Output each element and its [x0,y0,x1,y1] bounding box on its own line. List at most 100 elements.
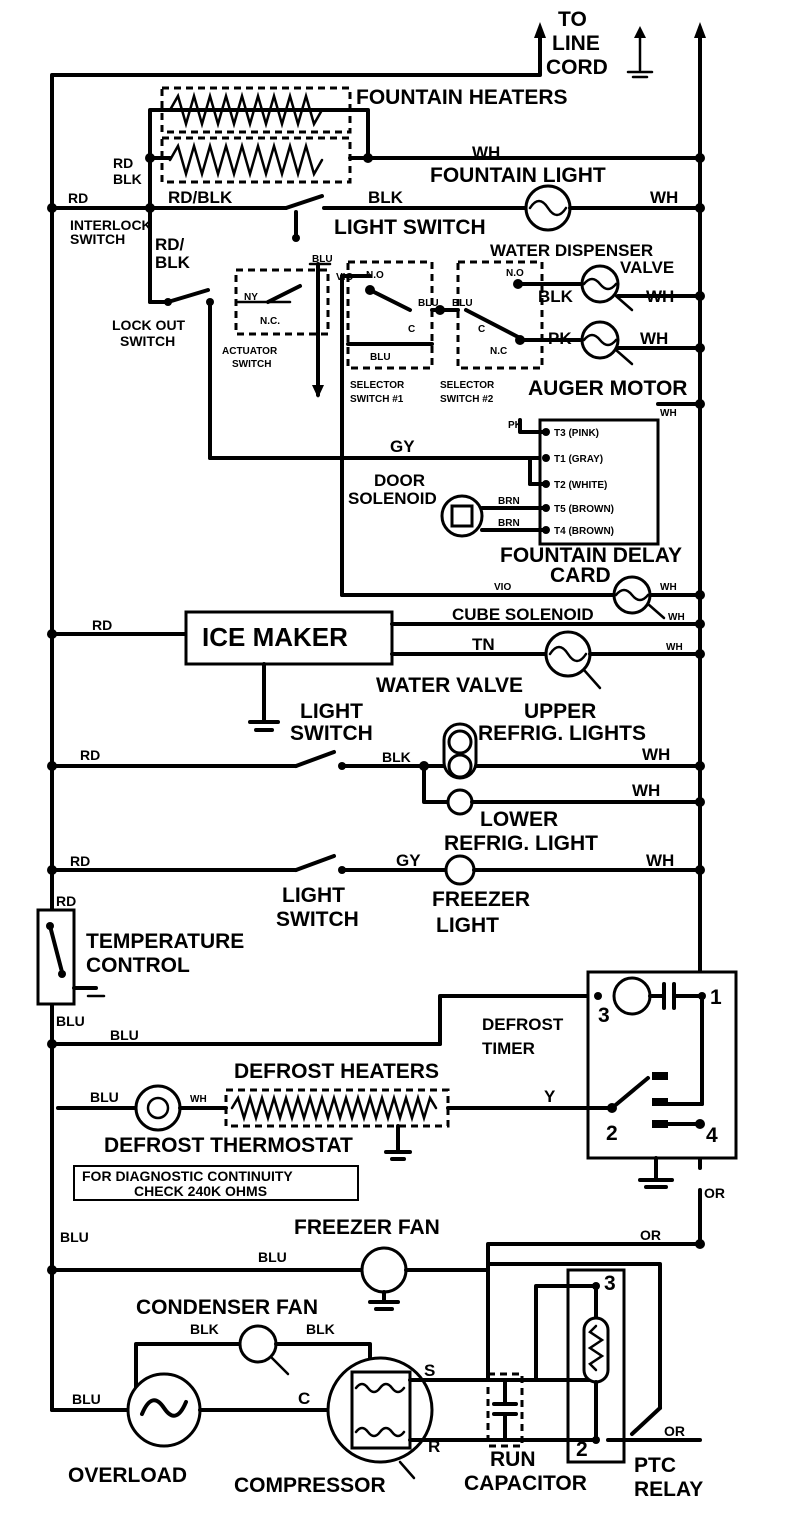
condenser-fan-label: CONDENSER FAN [136,1296,318,1319]
compressor-label: COMPRESSOR [234,1474,386,1497]
fountain-heaters [145,86,705,184]
water-dispenser-valve-label-1: WATER DISPENSER [490,241,653,260]
wire-wh-cube-label: WH [660,582,677,593]
selector2-c-label: C [478,324,485,335]
defrost-timer-label-1: DEFROST [482,1015,564,1034]
light-switch-top-label: LIGHT SWITCH [334,216,486,239]
wire-blu-sel1-label: BLU [418,298,439,309]
fountain-heaters-label: FOUNTAIN HEATERS [356,86,568,109]
water-valve-label: WATER VALVE [376,674,523,697]
wire-rd-icemaker-label: RD [92,617,112,633]
wire-brn-1-label: BRN [498,496,520,507]
timer-terminal-4: 4 [706,1124,718,1147]
fountain-light-row [47,156,705,242]
wire-rd-lockout-label: RD/ [155,235,185,254]
wire-blk-valve-label: BLK [538,287,574,306]
defrost-thermostat-label: DEFROST THERMOSTAT [104,1134,353,1157]
wire-wh-lower-label: WH [632,781,660,800]
wire-vio-cube-label: VIO [494,582,511,593]
interlock-switch-label-2: SWITCH [70,231,125,247]
freezer-light-row [47,854,705,886]
run-capacitor-label-1: RUN [490,1448,536,1471]
wire-blu-sel1-bottom-label: BLU [370,352,391,363]
wire-gy-card-label: GY [390,437,415,456]
condenser-fan [134,1324,372,1402]
wire-blk-lockout-label: BLK [155,253,191,272]
overload-label: OVERLOAD [68,1464,187,1487]
wire-blk-refrig-label: BLK [382,749,411,765]
door-solenoid-label-2: SOLENOID [348,489,437,508]
selector1-c-label: C [408,324,415,335]
ptc-relay-label-1: PTC [634,1454,676,1477]
defrost-timer-label-2: TIMER [482,1039,535,1058]
defrost-timer [47,970,738,1189]
freezer-fan-row [47,1239,705,1311]
fountain-delay-card-label-1: FOUNTAIN DELAY [500,544,682,567]
wire-or-fan-label: OR [640,1227,661,1243]
fountain-delay-card-label-2: CARD [550,564,611,587]
cube-solenoid-label: CUBE SOLENOID [452,605,594,624]
wire-blu-fan-2-label: BLU [258,1249,287,1265]
wire-brn-2-label: BRN [498,518,520,529]
defrost-heaters-label: DEFROST HEATERS [234,1060,439,1083]
card-terminal-t3: T3 (PINK) [554,428,599,439]
wire-rd-refrig-label: RD [80,747,100,763]
wire-rd-blk-label: RD/BLK [168,188,233,207]
relay-terminal-3: 3 [604,1272,616,1295]
auger-motor [580,320,705,366]
ice-maker-row [47,610,705,732]
wire-blu-fan-label: BLU [60,1229,89,1245]
wire-tn-label: TN [472,635,495,654]
selector2-no-label: N.O [506,268,524,279]
wire-gy-freezer-label: GY [396,851,421,870]
upper-refrig-lights-label-2: REFRIG. LIGHTS [478,722,646,745]
door-solenoid [440,494,548,538]
card-terminal-t1: T1 (GRAY) [554,454,603,465]
auger-motor-label: AUGER MOTOR [528,377,687,400]
wire-wh-valve-label: WH [646,287,674,306]
to-line-cord-label-2: LINE [552,32,600,55]
wire-wh-label: WH [472,143,500,162]
wire-blk-condenser-1-label: BLK [190,1321,219,1337]
light-switch-refrig-label-2: SWITCH [290,722,373,745]
light-switch-refrig-label-1: LIGHT [300,700,363,723]
wire-pk-auger-label: PK [548,329,572,348]
compressor-terminal-c: C [298,1389,310,1408]
card-terminal-t4: T4 (BROWN) [554,526,614,537]
wire-rd-interlock-label: RD [68,190,88,206]
line-cord-ground-icon [626,26,654,79]
card-terminal-t2: T2 (WHITE) [554,480,607,491]
compressor [326,1356,598,1480]
wire-blu-sel2-label: BLU [452,298,473,309]
wire-wh-watervalve-label: WH [666,642,683,653]
selector2-nc-label: N.C [490,346,507,357]
wire-wh-fountain-label: WH [650,188,678,207]
upper-refrig-lights-label-1: UPPER [524,700,596,723]
actuator-ny-label: NY [244,292,258,303]
to-line-cord-label-3: CORD [546,56,608,79]
wire-blk-condenser-2-label: BLK [306,1321,335,1337]
light-switch-freezer-label-1: LIGHT [282,884,345,907]
water-dispenser-valve-label-2: VALVE [620,258,674,277]
diagnostic-note [73,1165,359,1201]
wire-wh-auger-label: WH [640,329,668,348]
actuator-switch-label-2: SWITCH [232,359,271,370]
wire-wh-heater-label: WH [190,1094,207,1105]
wire-blu-actuator-label: BLU [312,254,333,265]
lock-out-switch-label-2: SWITCH [120,333,175,349]
refrig-lights-row [47,722,705,816]
timer-terminal-2: 2 [606,1122,618,1145]
wire-blu-timer-label: BLU [110,1027,139,1043]
timer-terminal-1: 1 [710,986,722,1009]
wire-blu-thermostat-label: BLU [90,1089,119,1105]
ptc-relay-label-2: RELAY [634,1478,703,1501]
diagnostic-note-line-1: FOR DIAGNOSTIC CONTINUITY [82,1168,293,1184]
wire-blk-light-label: BLK [368,188,404,207]
timer-terminal-3: 3 [598,1004,610,1027]
lower-refrig-light-label-2: REFRIG. LIGHT [444,832,598,855]
wire-blk-label: BLK [113,171,142,187]
relay-terminal-2: 2 [576,1438,588,1461]
temperature-control-label-1: TEMPERATURE [86,930,244,953]
lower-refrig-light-label-1: LOWER [480,808,558,831]
